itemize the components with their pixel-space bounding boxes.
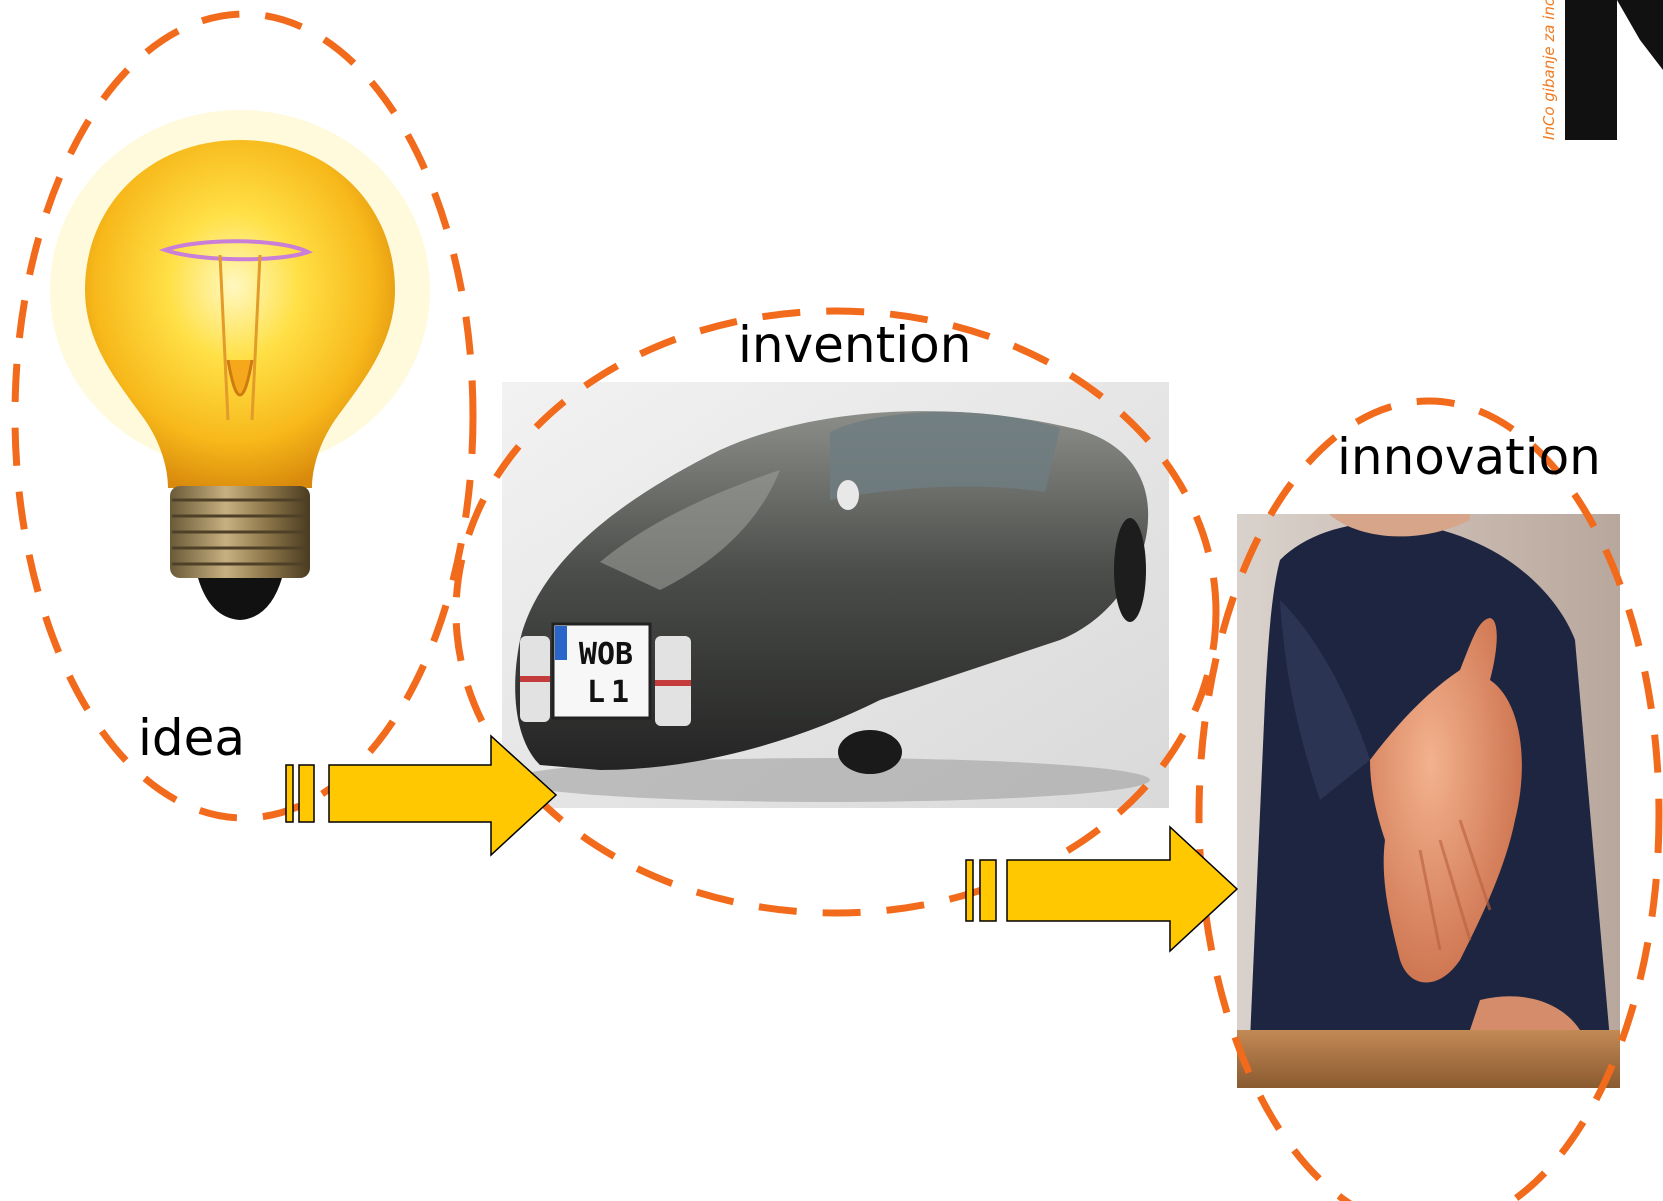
plate-line-2: L1 <box>587 675 635 710</box>
brand-logo <box>1565 0 1663 140</box>
innovation-outline <box>1195 397 1663 1201</box>
arrow-invention-to-innovation <box>965 825 1239 953</box>
handshake-image <box>1237 514 1620 1088</box>
idea-outline <box>11 10 477 822</box>
idea-label: idea <box>138 709 246 767</box>
arrow-idea-to-invention <box>285 734 558 857</box>
logo-diagonal <box>1617 0 1663 70</box>
innovation-label: innovation <box>1337 428 1601 486</box>
plate-line-1: WOB <box>579 637 633 672</box>
invention-label: invention <box>738 316 972 374</box>
light-bulb-image <box>40 92 445 652</box>
car-image: WOB L1 <box>502 382 1169 808</box>
logo-block <box>1565 0 1617 140</box>
brand-tagline: InCo gibanje za ino <box>1540 0 1558 140</box>
license-plate <box>551 622 652 720</box>
invention-outline <box>452 307 1220 917</box>
